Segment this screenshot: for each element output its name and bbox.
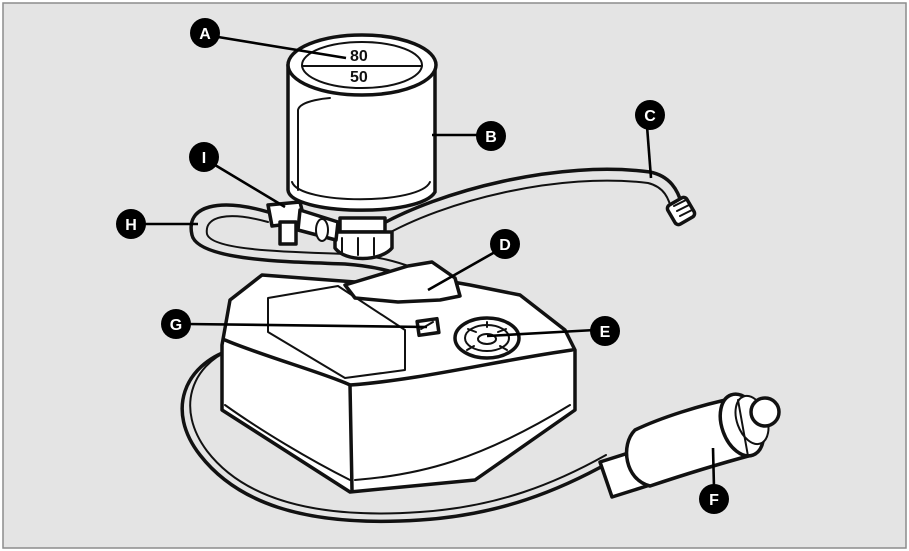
svg-text:A: A [199, 26, 211, 43]
svg-text:H: H [125, 217, 137, 234]
leader-i [209, 160, 286, 209]
hose-recess [343, 260, 462, 304]
callout-i: I [189, 142, 219, 172]
callout-e: E [590, 316, 620, 346]
leader-c [645, 125, 653, 179]
leader-f [711, 447, 716, 489]
callout-c: C [635, 100, 665, 130]
power-plug [598, 392, 781, 499]
leader-a [211, 34, 347, 60]
callout-g: G [161, 309, 191, 339]
hose-c [373, 167, 684, 230]
svg-text:G: G [170, 317, 182, 334]
label-panel [267, 285, 406, 379]
callout-d: D [490, 229, 520, 259]
callout-b: B [476, 121, 506, 151]
callout-a: A [190, 18, 220, 48]
pressure-gauge [286, 33, 438, 261]
callout-f: F [699, 484, 729, 514]
control-dial [453, 316, 521, 360]
svg-text:I: I [202, 150, 206, 167]
svg-text:B: B [485, 129, 497, 146]
leader-e [486, 328, 596, 338]
power-cord [180, 348, 612, 524]
svg-text:C: C [644, 108, 656, 125]
svg-text:E: E [600, 324, 611, 341]
callout-h: H [116, 209, 146, 239]
hose-valve-connector [665, 195, 697, 227]
bleed-valve [266, 200, 340, 246]
gauge-lower-value: 50 [350, 69, 368, 86]
leader-d [427, 250, 496, 292]
svg-text:D: D [499, 237, 511, 254]
hose-h [189, 203, 412, 280]
svg-text:F: F [709, 492, 719, 509]
gauge-upper-value: 80 [350, 48, 368, 65]
leader-g [186, 322, 428, 329]
